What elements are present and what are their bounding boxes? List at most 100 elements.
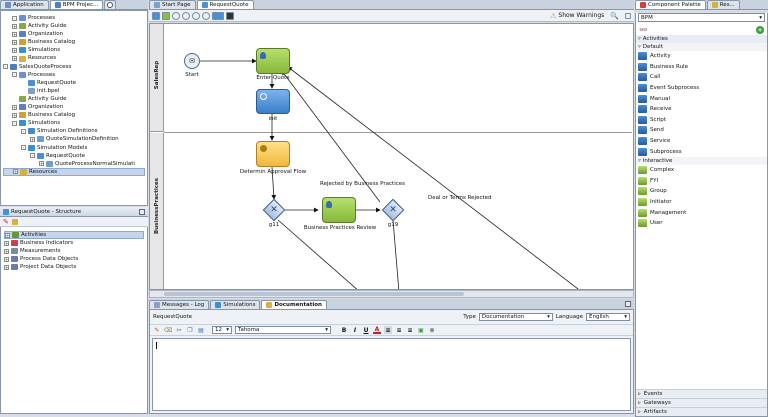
expand-icon[interactable]: + — [39, 161, 44, 167]
process-canvas[interactable]: SalesRep BusinessPractices ✉ Start Enter — [149, 23, 634, 290]
collapse-icon[interactable]: - — [12, 15, 17, 21]
init-task[interactable] — [256, 89, 290, 114]
section-artifacts[interactable]: ▹Artifacts — [636, 407, 767, 416]
tree-item[interactable]: +Simulations — [3, 46, 145, 54]
review-task[interactable] — [322, 197, 356, 223]
bottom-minimize-icon[interactable] — [625, 301, 631, 307]
tree-item[interactable]: +Resources — [3, 167, 145, 176]
tree-item[interactable]: RequestQuote — [3, 79, 145, 87]
collapse-icon[interactable]: - — [21, 145, 26, 151]
tree-item[interactable]: Activity Guide — [3, 95, 145, 103]
structure-item[interactable]: +Project Data Objects — [4, 263, 144, 271]
palette-item[interactable]: Activity — [636, 51, 767, 62]
circle-tool-2-icon[interactable] — [202, 11, 210, 20]
tab-application[interactable]: Application — [0, 0, 49, 9]
tree-item[interactable]: +QuoteSimulationDefinition — [3, 135, 145, 143]
show-warnings-button[interactable]: ⚠ Show Warnings — [550, 11, 605, 20]
expand-icon[interactable]: + — [12, 23, 17, 29]
palette-item[interactable]: Initiator — [636, 197, 767, 208]
tree-item[interactable]: -Simulation Definitions — [3, 127, 145, 135]
tree-item[interactable]: +Activity Guide — [3, 22, 145, 30]
expand-icon[interactable]: + — [12, 47, 17, 53]
language-select[interactable]: English▾ — [586, 313, 630, 321]
structure-item[interactable]: +Process Data Objects — [4, 255, 144, 263]
approval-task[interactable] — [256, 141, 290, 167]
tree-item[interactable]: +QuoteProcessNormalSimulati — [3, 160, 145, 168]
bold-button[interactable]: B — [341, 326, 347, 334]
expand-icon[interactable]: + — [4, 248, 9, 254]
lane-header-salesrep[interactable]: SalesRep — [150, 24, 164, 132]
expand-icon[interactable]: + — [12, 104, 17, 110]
palette-item[interactable]: Business Rule — [636, 62, 767, 73]
editor-menu-icon[interactable] — [625, 12, 631, 19]
font-size-select[interactable]: 12▾ — [212, 326, 232, 334]
copy-icon[interactable]: ❐ — [187, 326, 193, 334]
tree-item[interactable]: +Organization — [3, 103, 145, 111]
expand-icon[interactable]: + — [12, 56, 17, 62]
palette-item[interactable]: Send — [636, 125, 767, 136]
expand-icon[interactable]: + — [4, 264, 9, 270]
collapse-icon[interactable]: - — [3, 64, 8, 70]
tab-component-palette[interactable]: Component Palette — [635, 0, 706, 9]
cancel-icon[interactable] — [172, 11, 180, 20]
link-icon[interactable]: ⊗ — [429, 326, 435, 334]
hscroll-thumb[interactable] — [164, 292, 464, 296]
expand-icon[interactable]: + — [12, 112, 17, 118]
tab-messages-log[interactable]: Messages - Log — [149, 300, 210, 309]
tree-item[interactable]: +Organization — [3, 30, 145, 38]
palette-item[interactable]: Management — [636, 207, 767, 218]
font-color-button[interactable]: A — [373, 325, 381, 334]
insert-image-icon[interactable]: ▣ — [418, 326, 424, 334]
pen-tool-icon[interactable] — [226, 11, 234, 20]
tree-item[interactable]: +Business Catalog — [3, 38, 145, 46]
expand-icon[interactable]: + — [30, 136, 35, 142]
paste-icon[interactable]: ▤ — [198, 326, 204, 334]
tree-item[interactable]: +Business Catalog — [3, 111, 145, 119]
lane-header-businesspractices[interactable]: BusinessPractices — [150, 133, 164, 289]
documentation-editor[interactable] — [152, 338, 631, 411]
font-name-select[interactable]: Tahoma▾ — [235, 326, 331, 334]
section-interactive[interactable]: ▿Interactive — [636, 156, 767, 165]
tree-item[interactable]: -Simulations — [3, 119, 145, 127]
tab-bpm-project[interactable]: BPM Projec... — [49, 0, 104, 9]
palette-item[interactable]: User — [636, 218, 767, 229]
palette-item[interactable]: Call — [636, 72, 767, 83]
collapse-icon[interactable]: - — [21, 128, 26, 134]
tab-resources[interactable]: Res... — [706, 0, 740, 9]
section-gateways[interactable]: ▹Gateways — [636, 398, 767, 407]
add-icon[interactable]: + — [756, 26, 764, 34]
canvas-hscrollbar[interactable] — [149, 290, 634, 298]
structure-item[interactable]: +Activities — [4, 231, 144, 240]
start-event-icon[interactable]: ✉ — [184, 53, 200, 69]
align-left-icon[interactable]: ≡ — [384, 326, 392, 334]
tree-item[interactable]: -RequestQuote — [3, 152, 145, 160]
palette-item[interactable]: Event Subprocess — [636, 83, 767, 94]
add-icon[interactable] — [182, 11, 190, 20]
expand-icon[interactable]: + — [12, 39, 17, 45]
section-default[interactable]: ▿Default — [636, 43, 767, 51]
cut-icon[interactable]: ✂ — [176, 326, 182, 334]
align-right-icon[interactable]: ≡ — [407, 326, 413, 334]
filter-icon[interactable] — [11, 218, 18, 225]
expand-icon[interactable]: + — [13, 169, 18, 175]
align-center-icon[interactable]: ≡ — [396, 326, 402, 334]
tab-documentation[interactable]: Documentation — [261, 300, 327, 309]
palette-category-select[interactable]: BPM▾ — [638, 13, 765, 22]
underline-button[interactable]: U — [363, 326, 369, 334]
section-activities[interactable]: ▿Activities — [636, 35, 767, 43]
palette-item[interactable]: Subprocess — [636, 146, 767, 157]
tree-item[interactable]: +Resources — [3, 54, 145, 62]
section-events[interactable]: ▹Events — [636, 389, 767, 398]
select-tool-icon[interactable] — [152, 11, 160, 20]
structure-item[interactable]: +Business Indicators — [4, 239, 144, 247]
search-tab-button[interactable] — [104, 0, 117, 9]
palette-item[interactable]: Receive — [636, 104, 767, 115]
enter-quote-task[interactable] — [256, 48, 290, 74]
palette-item[interactable]: Manual — [636, 93, 767, 104]
save-icon[interactable] — [162, 11, 170, 20]
expand-icon[interactable]: + — [5, 232, 10, 238]
tree-item[interactable]: -Processes — [3, 14, 145, 22]
collapse-icon[interactable]: - — [30, 153, 35, 159]
expand-icon[interactable]: + — [4, 256, 9, 262]
palette-item[interactable]: FYI — [636, 176, 767, 187]
